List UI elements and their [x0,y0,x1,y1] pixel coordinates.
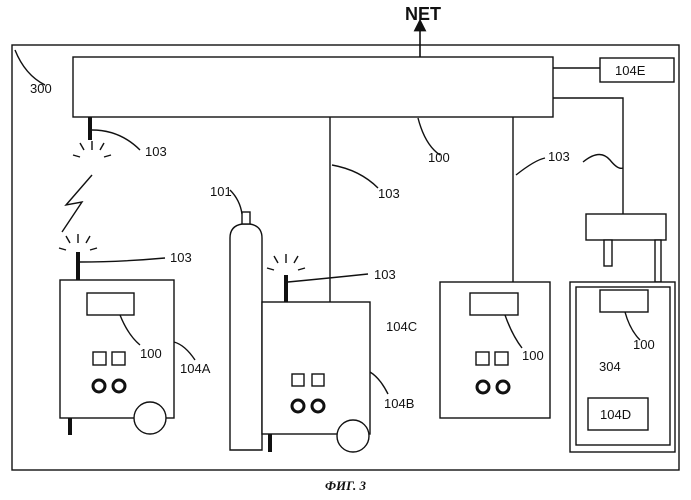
device-104a-button-2 [112,352,125,365]
device-104b-wheel [337,420,369,452]
device-104a-antenna-label: 103 [170,250,192,265]
device-104e-label: 104E [615,63,646,78]
device-104c-display [470,293,518,315]
device-104a-wheel [134,402,166,434]
station-controller-label: 100 [633,337,655,352]
station-dock [586,214,666,240]
device-104a-display [87,293,134,315]
device-104a-controller-label: 100 [140,346,162,361]
device-104b-antenna-label: 103 [374,267,396,282]
device-104a-button-1 [93,352,106,365]
device-104b-label: 104B [384,396,414,411]
station-display [600,290,648,312]
bus-controller-label: 100 [428,150,450,165]
device-104c-label: 104C [386,319,417,334]
device-104c-button-1 [476,352,489,365]
device-104b-button-1 [292,374,304,386]
device-104c-controller-label: 100 [522,348,544,363]
device-104a-label: 104A [180,361,211,376]
figure-caption: ФИГ. 3 [0,478,691,494]
bus-antenna-label: 103 [145,144,167,159]
gas-cylinder [230,224,262,450]
system-label: 300 [30,81,52,96]
device-104c-button-2 [495,352,508,365]
station-label: 304 [599,359,621,374]
gas-cylinder-label: 101 [210,184,232,199]
network-bus [73,57,553,117]
gas-cylinder-valve [242,212,250,224]
device-104b [262,302,370,434]
net-label: NET [405,4,441,24]
device-104b-button-2 [312,374,324,386]
station-dock-arm-left [604,240,612,266]
device-104d-label: 104D [600,407,631,422]
link-label: 103 [548,149,570,164]
link-bus-104b-label: 103 [378,186,400,201]
station-dock-arm-right [655,240,661,282]
